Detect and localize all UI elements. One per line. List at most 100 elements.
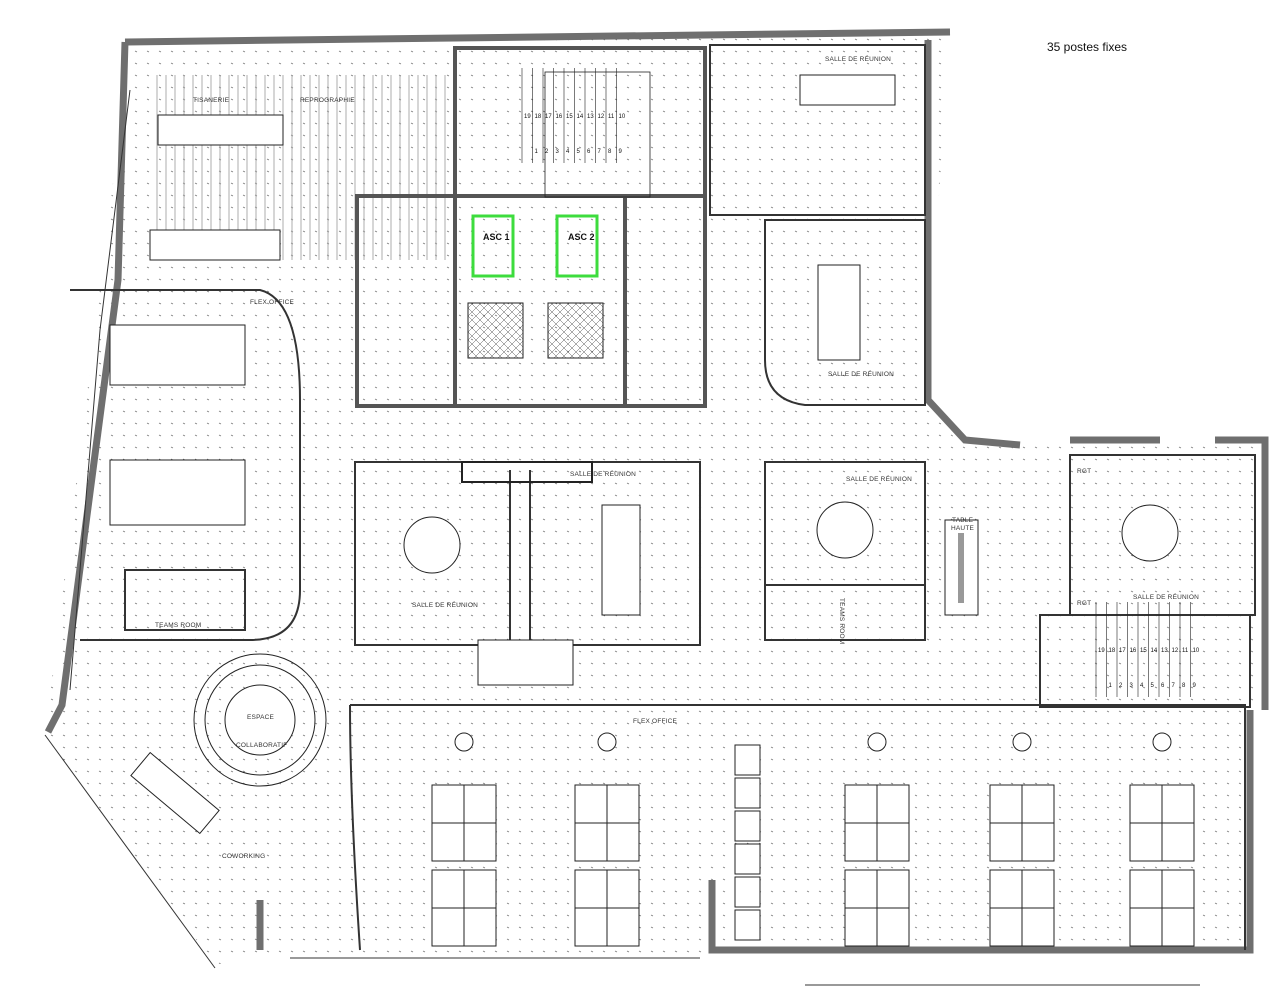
desk [876, 869, 910, 909]
desk [1161, 869, 1195, 909]
desk [431, 784, 465, 824]
desk [734, 843, 761, 875]
stair-number: 13 [1161, 648, 1168, 654]
desk [463, 869, 497, 909]
desk [463, 907, 497, 947]
desk [606, 784, 640, 824]
desk [463, 822, 497, 862]
chair [867, 732, 887, 752]
stair-number: 4 [566, 149, 570, 155]
cabinets [461, 461, 593, 483]
desk [1021, 784, 1055, 824]
label-rgt-1: RGT [1077, 468, 1091, 475]
stair-number: 12 [598, 114, 605, 120]
desk [876, 784, 910, 824]
stair-number: 1 [1109, 683, 1113, 689]
desk [1021, 822, 1055, 862]
stair-number: 6 [587, 149, 591, 155]
stair-number: 5 [577, 149, 581, 155]
stair-number: 19 [524, 114, 531, 120]
desk [606, 869, 640, 909]
label-flex-office-2: FLEX OFFICE [633, 718, 678, 725]
desk [606, 907, 640, 947]
elevator-2 [555, 214, 599, 278]
label-salle-reunion-4: SALLE DE RÉUNION [412, 600, 478, 609]
desk [876, 822, 910, 862]
desk [734, 810, 761, 842]
stair-number: 3 [556, 149, 560, 155]
stair-number: 2 [545, 149, 549, 155]
label-teams-room-1: TEAMS ROOM [155, 622, 201, 629]
stair-number: 10 [619, 114, 626, 120]
label-coworking: COWORKING [222, 853, 265, 860]
elevator-1-label: ASC 1 [483, 232, 510, 242]
elevator-1 [471, 214, 515, 278]
furniture [109, 74, 1179, 835]
desk [1021, 907, 1055, 947]
desk [1161, 784, 1195, 824]
desk [989, 784, 1023, 824]
chair [1152, 732, 1172, 752]
stair-number: 6 [1161, 683, 1165, 689]
desk [574, 869, 608, 909]
desk [734, 876, 761, 908]
chair [1012, 732, 1032, 752]
stair-number: 17 [1119, 648, 1126, 654]
stair-number: 13 [587, 114, 594, 120]
desk [876, 907, 910, 947]
desk [1129, 907, 1163, 947]
label-table-haute-2: HAUTE [951, 525, 974, 532]
stair-number: 11 [608, 114, 615, 120]
stair-number: 15 [1140, 648, 1147, 654]
chair [454, 732, 474, 752]
stair-number: 1 [535, 149, 539, 155]
desk [1021, 869, 1055, 909]
label-tisanerie: TISANERIE [193, 97, 230, 104]
elevator-landing-1 [467, 302, 524, 359]
stair-number: 17 [545, 114, 552, 120]
desk [606, 822, 640, 862]
stair-number: 15 [566, 114, 573, 120]
label-collaboratif: COLLABORATIF [236, 742, 287, 749]
desk-count-note: 35 postes fixes [1047, 40, 1128, 54]
stair-number: 18 [535, 114, 542, 120]
stair-number: 9 [1193, 683, 1197, 689]
elevator-landing-2 [547, 302, 604, 359]
chair [597, 732, 617, 752]
desk [1129, 869, 1163, 909]
desk [1129, 784, 1163, 824]
label-reprographie: REPROGRAPHIE [300, 97, 355, 104]
stair-number: 9 [619, 149, 623, 155]
desk [844, 822, 878, 862]
core [355, 46, 707, 408]
desk [1161, 822, 1195, 862]
desk [463, 784, 497, 824]
stair-number: 14 [577, 114, 584, 120]
desk [1161, 907, 1195, 947]
stair-number: 2 [1119, 683, 1123, 689]
desk [431, 822, 465, 862]
desk [844, 869, 878, 909]
floor-area [45, 35, 1260, 965]
desk [734, 777, 761, 809]
label-teams-room-2: TEAMS ROOM [838, 598, 845, 644]
stair-number: 19 [1098, 648, 1105, 654]
label-salle-reunion-1: SALLE DE RÉUNION [825, 54, 891, 63]
stair-number: 10 [1193, 648, 1200, 654]
desk [1129, 822, 1163, 862]
stair-number: 14 [1151, 648, 1158, 654]
label-salle-reunion-3: SALLE DE RÉUNION [570, 469, 636, 478]
desk [734, 909, 761, 941]
desk [844, 784, 878, 824]
desk [844, 907, 878, 947]
stair-upper [544, 71, 651, 198]
stair-number: 5 [1151, 683, 1155, 689]
desk [431, 907, 465, 947]
label-table-haute-1: TABLE [952, 517, 974, 524]
stair-number: 3 [1130, 683, 1134, 689]
stair-number: 16 [556, 114, 563, 120]
label-salle-reunion-5: SALLE DE RÉUNION [846, 474, 912, 483]
stair-number: 18 [1109, 648, 1116, 654]
